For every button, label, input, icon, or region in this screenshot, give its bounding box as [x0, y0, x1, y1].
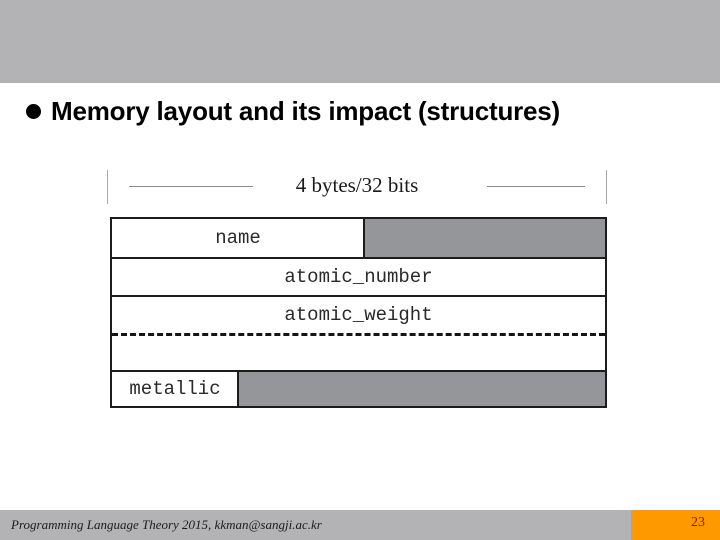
row-divider-2	[112, 295, 605, 297]
struct-box: name atomic_number atomic_weight metalli…	[110, 217, 607, 408]
struct-field-label-metallic: metallic	[129, 378, 221, 400]
measure-rule-right	[487, 186, 585, 187]
row-divider-3	[112, 370, 605, 372]
padding-fill-name	[364, 219, 605, 257]
footer-band	[0, 510, 720, 540]
struct-field-label-atomic-number: atomic_number	[284, 266, 433, 288]
page-title: Memory layout and its impact (structures…	[26, 96, 560, 126]
struct-field-row-atomic-weight: atomic_weight	[112, 297, 605, 370]
width-measure-caption: 4 bytes/32 bits	[107, 168, 607, 210]
field-divider-metallic	[237, 372, 239, 406]
struct-field-row-name: name	[112, 219, 605, 257]
field-divider-name	[363, 219, 365, 257]
page-title-text: Memory layout and its impact (structures…	[51, 96, 561, 126]
struct-field-label-name: name	[215, 227, 261, 249]
page-number: 23	[691, 515, 705, 530]
memory-layout-diagram: 4 bytes/32 bits name atomic_number atomi…	[107, 168, 607, 410]
struct-field-label-atomic-weight: atomic_weight	[284, 304, 433, 326]
struct-field-row-atomic-number: atomic_number	[112, 259, 605, 295]
measure-rule-left	[129, 186, 253, 187]
measure-tick-right	[606, 170, 607, 204]
measure-tick-left	[107, 170, 108, 204]
word-boundary-dashed-divider	[112, 333, 605, 336]
footer-credit: Programming Language Theory 2015, kkman@…	[11, 517, 322, 532]
struct-field-row-metallic: metallic	[112, 372, 605, 406]
measure-label-text: 4 bytes/32 bits	[295, 173, 419, 197]
bullet-point-icon	[26, 103, 41, 119]
top-decorative-band	[0, 0, 720, 83]
row-divider-1	[112, 257, 605, 259]
padding-fill-metallic	[238, 372, 605, 406]
page-number-block	[631, 510, 720, 540]
